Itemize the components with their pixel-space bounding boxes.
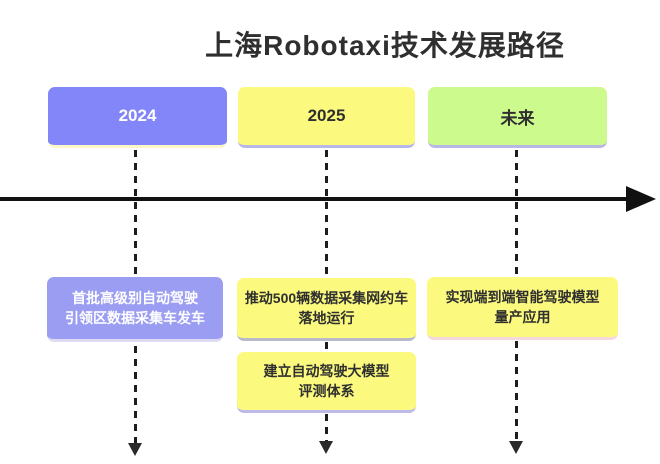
dashed-connector-col2-bottom xyxy=(325,414,328,441)
header-box-2024: 2024 xyxy=(48,87,227,148)
dashed-connector-col2-top xyxy=(325,150,328,278)
header-label-2025: 2025 xyxy=(307,106,346,125)
milestone-box-2025-first: 推动500辆数据采集网约车 落地运行 xyxy=(237,278,416,341)
milestone-text-line: 首批高级别自动驾驶 xyxy=(72,289,198,306)
dashed-connector-col3-top xyxy=(515,150,518,277)
milestone-text-line: 推动500辆数据采集网约车 xyxy=(244,289,409,306)
header-label-2024: 2024 xyxy=(118,106,157,125)
down-arrow-icon-col1 xyxy=(128,443,142,456)
down-arrow-icon-col2 xyxy=(319,441,333,454)
dashed-connector-col3-bottom xyxy=(515,341,518,441)
milestone-text-line: 量产应用 xyxy=(494,309,551,325)
milestone-text-line: 实现端到端智能驾驶模型 xyxy=(445,288,600,305)
milestone-text-line: 建立自动驾驶大模型 xyxy=(263,362,390,379)
milestone-text-line: 评测体系 xyxy=(298,383,355,399)
milestone-text-line: 引领区数据采集车发车 xyxy=(65,310,205,326)
header-box-2025: 2025 xyxy=(238,87,415,148)
dashed-connector-col2-mid xyxy=(325,342,328,352)
milestone-box-2024: 首批高级别自动驾驶 引领区数据采集车发车 xyxy=(47,277,223,342)
milestone-box-2025-second: 建立自动驾驶大模型 评测体系 xyxy=(237,352,416,413)
milestone-box-future: 实现端到端智能驾驶模型 量产应用 xyxy=(427,277,618,340)
dashed-connector-col1-bottom xyxy=(134,346,137,443)
timeline-axis-arrowhead-icon xyxy=(626,186,656,212)
dashed-connector-col1-top xyxy=(134,150,137,277)
milestone-text-line: 落地运行 xyxy=(298,310,355,326)
timeline-axis xyxy=(0,197,632,201)
header-box-future: 未来 xyxy=(428,87,607,148)
header-label-future: 未来 xyxy=(500,108,535,128)
page-title: 上海Robotaxi技术发展路径 xyxy=(205,30,565,61)
down-arrow-icon-col3 xyxy=(509,441,523,454)
